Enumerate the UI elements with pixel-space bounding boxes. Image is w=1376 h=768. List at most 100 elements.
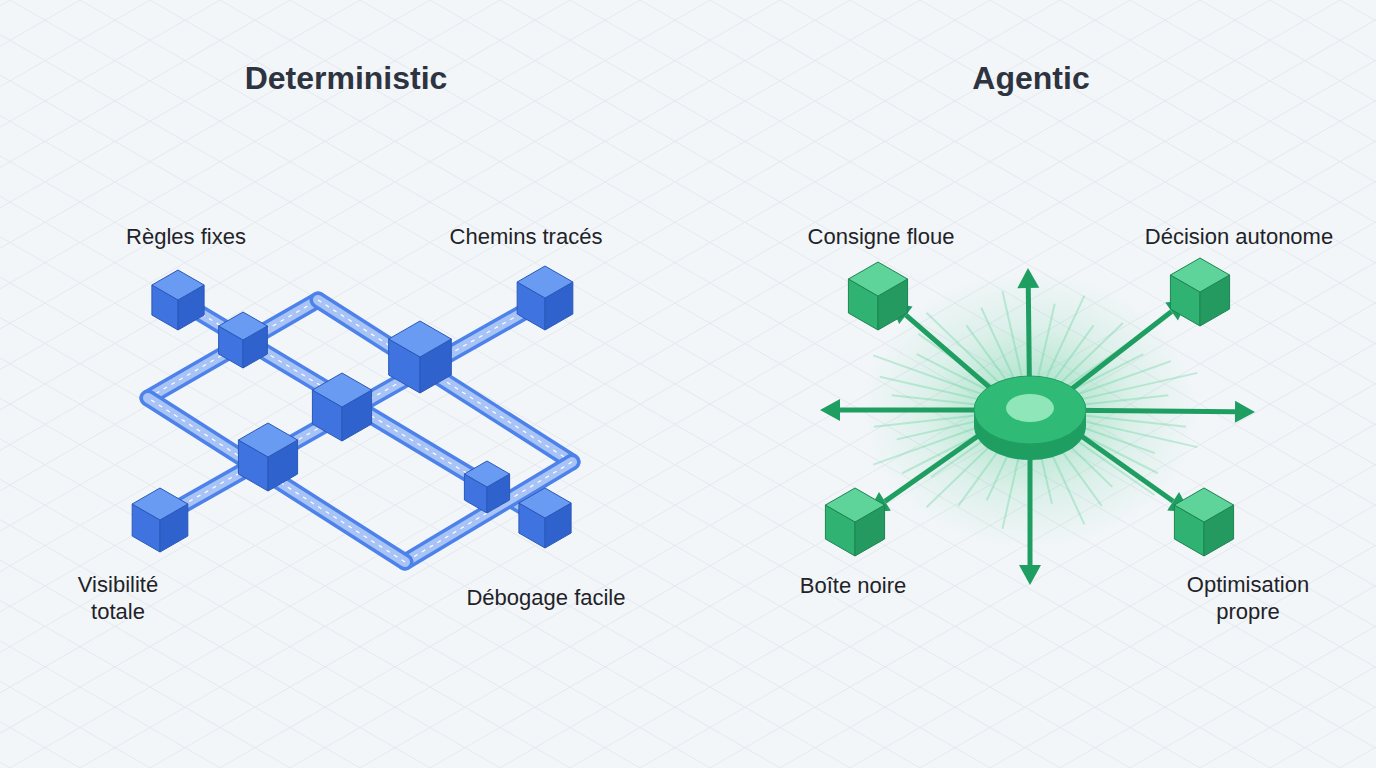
- grid-line: [10, 0, 1340, 768]
- grid-line: [850, 0, 1376, 768]
- feature-label: Décision autonome: [1114, 223, 1364, 251]
- glow-ray: [917, 354, 990, 391]
- grid-line: [0, 0, 570, 768]
- grid-line: [0, 0, 570, 768]
- agentic-hub: [820, 258, 1255, 585]
- grid-line: [150, 0, 1376, 768]
- hub-top: [974, 376, 1086, 444]
- grid-line: [0, 0, 80, 768]
- grid-line: [0, 0, 290, 768]
- grid-line: [0, 0, 780, 768]
- grid-line: [360, 0, 1376, 768]
- track-dash: [405, 462, 572, 562]
- grid-line: [710, 0, 1376, 768]
- outcome-block: [848, 262, 907, 330]
- feature-label: Visibilité totale: [48, 571, 188, 626]
- grid-line: [150, 0, 1376, 768]
- grid-line: [570, 0, 1376, 768]
- grid-line: [0, 0, 990, 768]
- grid-line: [80, 0, 1376, 768]
- grid-line: [0, 0, 430, 768]
- grid-line: [570, 0, 1376, 768]
- grid-line: [500, 0, 1376, 768]
- hub-core: [1006, 394, 1054, 422]
- grid-line: [0, 0, 710, 768]
- route-block: [238, 423, 297, 491]
- grid-line: [780, 0, 1376, 768]
- feature-label: Débogage facile: [466, 584, 626, 612]
- grid-line: [0, 0, 990, 768]
- grid-line: [0, 0, 150, 768]
- grid-line: [0, 0, 80, 768]
- grid-line: [0, 0, 850, 768]
- grid-line: [10, 0, 1340, 768]
- outcome-block: [1170, 258, 1229, 326]
- grid-line: [0, 0, 710, 768]
- grid-line: [0, 0, 1270, 768]
- grid-line: [0, 0, 850, 768]
- route-block: [464, 461, 509, 513]
- grid-line: [0, 0, 640, 768]
- panel-heading: Deterministic: [146, 58, 546, 98]
- glow-ray: [1078, 373, 1198, 400]
- glow-ray: [874, 415, 981, 427]
- grid-line: [710, 0, 1376, 768]
- grid-line: [0, 0, 640, 768]
- route-block: [312, 373, 371, 441]
- arrow-head: [820, 399, 840, 421]
- grid-line: [1270, 0, 1376, 768]
- track-bed: [405, 462, 572, 562]
- grid-line: [850, 0, 1376, 768]
- grid-line: [1200, 0, 1376, 768]
- route-block: [152, 270, 204, 330]
- direction-arrow: [906, 315, 998, 395]
- grid-line: [1340, 0, 1376, 768]
- grid-line: [1270, 0, 1376, 768]
- glow-ray: [1079, 415, 1186, 427]
- grid-line: [80, 0, 1376, 768]
- direction-arrow: [840, 408, 990, 413]
- grid-line: [0, 0, 920, 768]
- grid-line: [360, 0, 1376, 768]
- direction-arrow: [1028, 288, 1029, 385]
- grid-line: [0, 0, 500, 768]
- outcome-block: [825, 488, 884, 556]
- route-block: [519, 488, 571, 548]
- arrow-head: [1019, 565, 1041, 585]
- track-rail: [405, 462, 572, 562]
- feature-label: Optimisation propre: [1163, 571, 1333, 626]
- route-block: [389, 321, 452, 393]
- grid-line: [0, 0, 10, 768]
- grid-line: [290, 0, 1376, 768]
- grid-line: [0, 0, 430, 768]
- panel-heading: Agentic: [881, 58, 1181, 98]
- feature-label: Boîte noire: [753, 572, 953, 600]
- feature-label: Consigne floue: [761, 223, 1001, 251]
- glow-ray: [1002, 291, 1022, 378]
- grid-line: [640, 0, 1376, 768]
- route-block: [517, 266, 573, 330]
- route-block: [132, 488, 188, 552]
- grid-line: [640, 0, 1376, 768]
- grid-line: [0, 0, 1270, 768]
- grid-line: [0, 0, 290, 768]
- grid-line: [0, 0, 10, 768]
- grid-line: [0, 0, 500, 768]
- arrow-head: [1017, 268, 1039, 288]
- feature-label: Chemins tracés: [406, 223, 646, 251]
- grid-line: [780, 0, 1376, 768]
- grid-line: [0, 0, 1200, 768]
- grid-line: [0, 0, 780, 768]
- glow-ray: [1079, 395, 1168, 405]
- deterministic-tracks: [132, 266, 573, 562]
- grid-line: [0, 0, 150, 768]
- feature-label: Règles fixes: [76, 223, 296, 251]
- outcome-block: [1174, 488, 1233, 556]
- grid-line: [0, 0, 1200, 768]
- direction-arrow: [1063, 311, 1172, 395]
- route-block: [219, 312, 268, 368]
- grid-line: [0, 0, 920, 768]
- arrow-head: [1235, 401, 1255, 423]
- grid-line: [500, 0, 1376, 768]
